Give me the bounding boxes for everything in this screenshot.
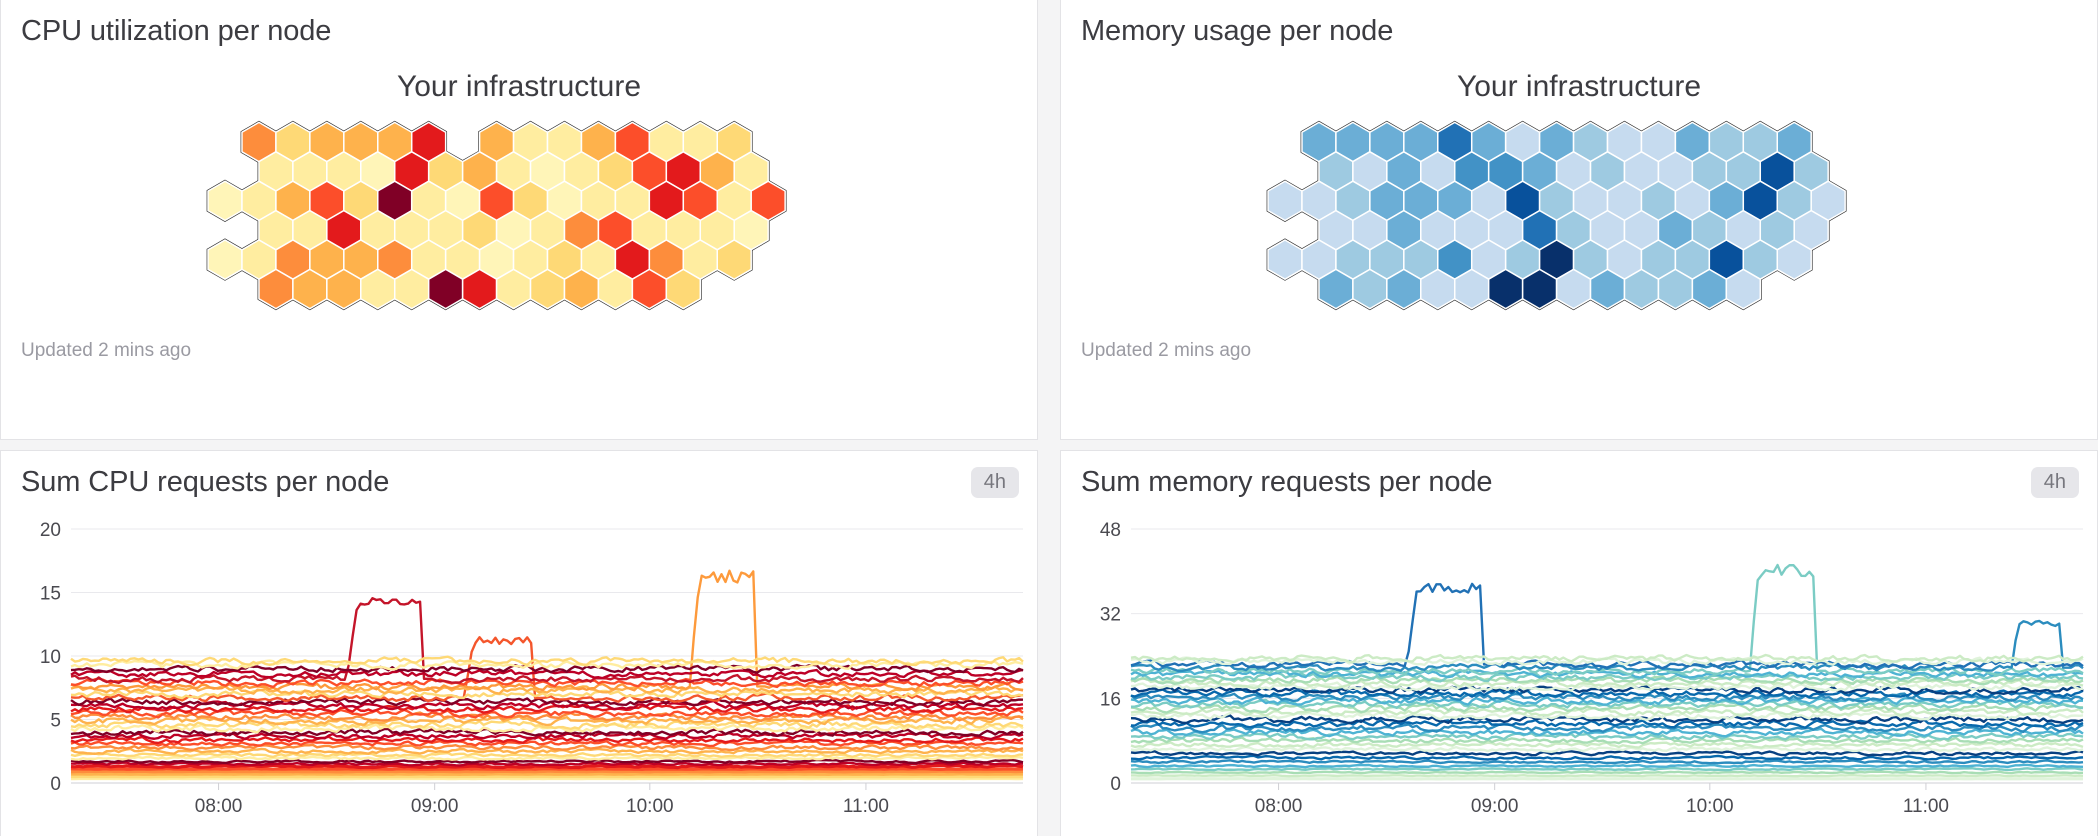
panel-header-sum-memory-requests: Sum memory requests per node 4h bbox=[1061, 451, 2097, 513]
time-range-badge-cpu[interactable]: 4h bbox=[971, 467, 1019, 498]
updated-label-cpu: Updated 2 mins ago bbox=[21, 340, 191, 362]
panel-header-sum-cpu-requests: Sum CPU requests per node 4h bbox=[1, 451, 1037, 513]
panel-memory-usage: Memory usage per node Your infrastructur… bbox=[1060, 0, 2098, 440]
panel-cpu-utilization: CPU utilization per node Your infrastruc… bbox=[0, 0, 1038, 440]
chart-series-line bbox=[1131, 584, 2083, 668]
page-title-cpu-utilization: CPU utilization per node bbox=[21, 15, 331, 48]
y-axis-tick-label: 20 bbox=[40, 520, 61, 541]
updated-label-memory: Updated 2 mins ago bbox=[1081, 340, 1251, 362]
panel-sum-cpu-requests: Sum CPU requests per node 4h 0 5 10 15 20 08:… bbox=[0, 450, 1038, 836]
chart-series-line bbox=[71, 760, 1023, 763]
y-axis-tick-label: 48 bbox=[1100, 520, 1121, 541]
panel-header-memory-usage: Memory usage per node bbox=[1061, 0, 2097, 62]
page-title-memory-usage: Memory usage per node bbox=[1081, 15, 1393, 48]
y-axis-tick-label: 32 bbox=[1100, 605, 1121, 626]
time-range-badge-memory[interactable]: 4h bbox=[2031, 467, 2079, 498]
x-axis-tick-label: 08:00 bbox=[1255, 796, 1303, 817]
chart-series-line bbox=[1131, 756, 2083, 760]
heatmap-body-memory: Your infrastructure Updated 2 mins ago bbox=[1061, 70, 2097, 440]
line-chart-sum-memory-requests[interactable]: 0 16 32 48 08:00 09:00 10:00 11:00 bbox=[1061, 513, 2097, 835]
y-axis-tick-label: 15 bbox=[40, 584, 61, 605]
chart-body-sum-memory-requests[interactable]: 0 16 32 48 08:00 09:00 10:00 11:00 bbox=[1061, 513, 2097, 835]
x-axis-tick-label: 09:00 bbox=[1471, 796, 1519, 817]
chart-series-line bbox=[1131, 768, 2083, 770]
chart-series-line bbox=[71, 757, 1023, 760]
x-axis-tick-label: 10:00 bbox=[1686, 796, 1734, 817]
series-group bbox=[1131, 565, 2083, 779]
line-chart-sum-cpu-requests[interactable]: 0 5 10 15 20 08:00 09:00 10:00 11:00 bbox=[1, 513, 1037, 835]
chart-series-line bbox=[1131, 733, 2083, 739]
chart-series-line bbox=[1131, 765, 2083, 767]
page-title-sum-memory-requests: Sum memory requests per node bbox=[1081, 466, 1492, 499]
x-axis-tick-label: 08:00 bbox=[195, 796, 243, 817]
x-axis-tick-label: 11:00 bbox=[1903, 796, 1949, 817]
heatmap-heading-cpu: Your infrastructure bbox=[1, 70, 1037, 104]
y-axis-tick-label: 10 bbox=[40, 647, 61, 668]
series-group bbox=[71, 571, 1023, 779]
heatmap-heading-memory: Your infrastructure bbox=[1061, 70, 2097, 104]
chart-series-line bbox=[1131, 775, 2083, 776]
x-axis-tick-label: 10:00 bbox=[626, 796, 674, 817]
chart-series-line bbox=[71, 749, 1023, 754]
y-axis-tick-label: 0 bbox=[50, 774, 61, 795]
panel-header-cpu-utilization: CPU utilization per node bbox=[1, 0, 1037, 62]
y-axis-tick-label: 0 bbox=[1110, 774, 1121, 795]
hexmap-memory[interactable] bbox=[1259, 118, 1899, 328]
heatmap-body-cpu: Your infrastructure Updated 2 mins ago bbox=[1, 70, 1037, 440]
y-axis-tick-label: 16 bbox=[1100, 689, 1121, 710]
heatmap-canvas-wrap-cpu[interactable] bbox=[1, 118, 1037, 328]
heatmap-canvas-wrap-memory[interactable] bbox=[1061, 118, 2097, 328]
x-axis-tick-label: 09:00 bbox=[411, 796, 459, 817]
y-axis-tick-label: 5 bbox=[50, 711, 61, 732]
chart-series-line bbox=[1131, 772, 2083, 774]
chart-body-sum-cpu-requests[interactable]: 0 5 10 15 20 08:00 09:00 10:00 11:00 bbox=[1, 513, 1037, 835]
hexmap-cpu[interactable] bbox=[199, 118, 839, 328]
x-axis-tick-label: 11:00 bbox=[843, 796, 889, 817]
chart-series-line bbox=[71, 771, 1023, 772]
page-title-sum-cpu-requests: Sum CPU requests per node bbox=[21, 466, 389, 499]
chart-series-line bbox=[1131, 760, 2083, 763]
chart-series-line bbox=[71, 769, 1023, 770]
